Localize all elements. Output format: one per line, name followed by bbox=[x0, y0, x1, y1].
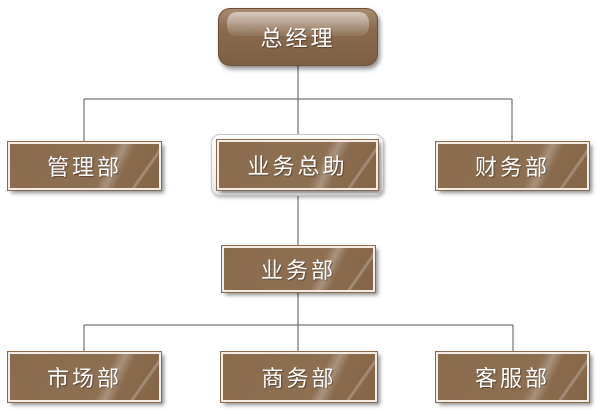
node-general-manager[interactable]: 总经理 bbox=[218, 8, 378, 66]
node-commerce-dept[interactable]: 商务部 bbox=[221, 352, 377, 402]
node-management-dept-label: 管理部 bbox=[46, 156, 122, 181]
node-business-dept-label: 业务部 bbox=[260, 259, 336, 284]
node-management-dept[interactable]: 管理部 bbox=[8, 142, 161, 190]
node-market-dept-label: 市场部 bbox=[46, 367, 122, 392]
node-business-assistant-label: 业务总助 bbox=[247, 155, 348, 180]
node-finance-dept-label: 财务部 bbox=[474, 156, 550, 181]
node-finance-dept[interactable]: 财务部 bbox=[436, 142, 589, 190]
node-commerce-dept-label: 商务部 bbox=[261, 367, 337, 392]
node-market-dept[interactable]: 市场部 bbox=[8, 352, 161, 402]
node-service-dept[interactable]: 客服部 bbox=[436, 352, 589, 402]
node-general-manager-label: 总经理 bbox=[260, 27, 336, 52]
node-business-assistant[interactable]: 业务总助 bbox=[217, 140, 378, 190]
node-service-dept-label: 客服部 bbox=[474, 367, 550, 392]
node-business-dept[interactable]: 业务部 bbox=[222, 246, 375, 292]
